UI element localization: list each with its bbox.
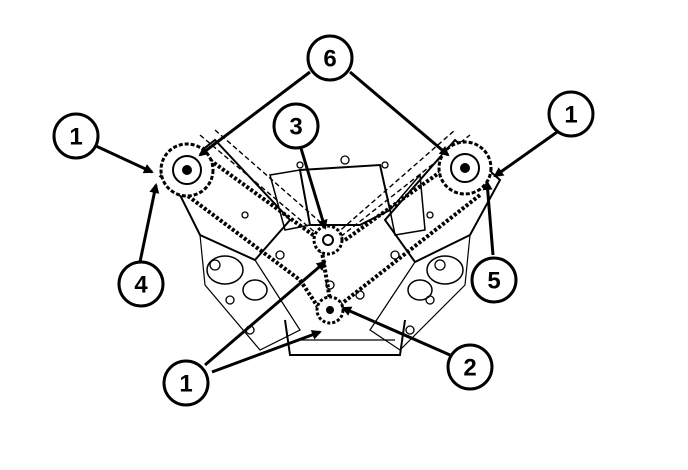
- callout-label: 1: [564, 102, 577, 129]
- right-cam-sprocket: [437, 140, 493, 196]
- callout-left-cam-sprocket: 4: [117, 260, 165, 308]
- idler-sprocket: [312, 224, 344, 256]
- callout-label: 4: [134, 272, 148, 299]
- callout-cam-timing-marks: 6: [306, 34, 354, 82]
- callout-label: 2: [463, 355, 476, 382]
- callout-idler-sprocket: 3: [272, 102, 320, 150]
- callout-right-cam-marker: 1: [547, 90, 595, 138]
- callout-label: 6: [323, 46, 336, 73]
- callout-label: 3: [289, 114, 302, 141]
- callout-label: 1: [179, 371, 192, 398]
- crank-sprocket: [315, 295, 345, 325]
- engine-block: [168, 129, 502, 356]
- callout-crank-sprocket: 2: [446, 343, 494, 391]
- left-cam-sprocket: [159, 142, 215, 198]
- callout-label: 1: [69, 124, 82, 151]
- callout-left-cam-marker: 1: [52, 112, 100, 160]
- callout-label: 5: [487, 268, 500, 295]
- callout-right-cam-sprocket: 5: [470, 256, 518, 304]
- callout-lower-markers: 1: [162, 359, 210, 407]
- leader-arrows: [95, 70, 561, 374]
